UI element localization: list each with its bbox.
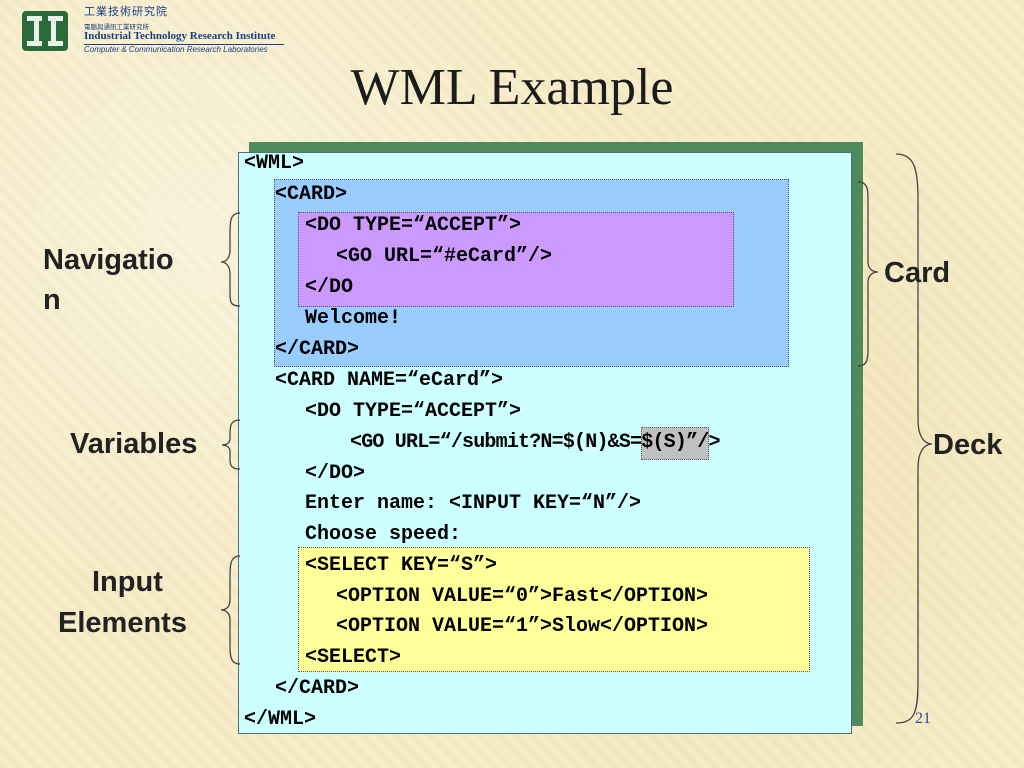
variables-label: Variables [70, 428, 198, 460]
itri-logo-icon [22, 11, 68, 51]
card-brace-icon [857, 181, 879, 367]
slide-title: WML Example [350, 59, 674, 116]
code-line: <SELECT> [305, 646, 402, 669]
page-number: 21 [915, 710, 931, 727]
org-subtitle: Computer & Communication Research Labora… [84, 45, 268, 54]
navigation-label-line-2: n [43, 284, 61, 316]
logo-divider [84, 44, 284, 45]
deck-brace-icon [895, 153, 933, 724]
navigation-label-line-1: Navigatio [43, 244, 174, 276]
card-label: Card [884, 257, 951, 289]
code-line: </DO [305, 276, 354, 299]
variables-brace-icon [221, 419, 241, 470]
code-line: <CARD NAME=“eCard”> [275, 369, 504, 392]
code-line: </WML> [244, 708, 317, 731]
code-line: </CARD> [275, 677, 360, 700]
code-line: <OPTION VALUE=“1”>Slow</OPTION> [336, 615, 709, 638]
code-line: Welcome! [305, 307, 402, 330]
do-highlight [298, 212, 734, 307]
code-line: <CARD> [275, 183, 348, 206]
org-name-chinese: 工業技術研究院 [84, 5, 168, 18]
code-line: </CARD> [275, 338, 360, 361]
navigation-brace-icon [220, 212, 241, 307]
input-brace-icon [220, 555, 241, 665]
input-elements-label-line-2: Elements [58, 607, 187, 639]
code-line: <OPTION VALUE=“0”>Fast</OPTION> [336, 585, 709, 608]
code-line: <DO TYPE=“ACCEPT”> [305, 400, 522, 423]
code-line: <GO URL=“#eCard”/> [336, 245, 553, 268]
code-line: </DO> [305, 462, 366, 485]
deck-label: Deck [933, 429, 1003, 461]
code-line: <GO URL=“/submit?N=$(N)&S=$(S)”/> [350, 431, 720, 454]
org-name-english: Industrial Technology Research Institute [84, 30, 276, 42]
code-line: <SELECT KEY=“S”> [305, 554, 498, 577]
code-line: <WML> [244, 152, 305, 175]
code-line: <DO TYPE=“ACCEPT”> [305, 214, 522, 237]
code-line: Choose speed: [305, 523, 462, 546]
org-subname-chinese: 電腦與通訊工業研究所 [84, 23, 149, 31]
select-highlight [298, 547, 810, 672]
variable-highlight [641, 427, 709, 460]
input-elements-label-line-1: Input [92, 566, 163, 598]
code-line: Enter name: <INPUT KEY=“N”/> [305, 492, 642, 515]
